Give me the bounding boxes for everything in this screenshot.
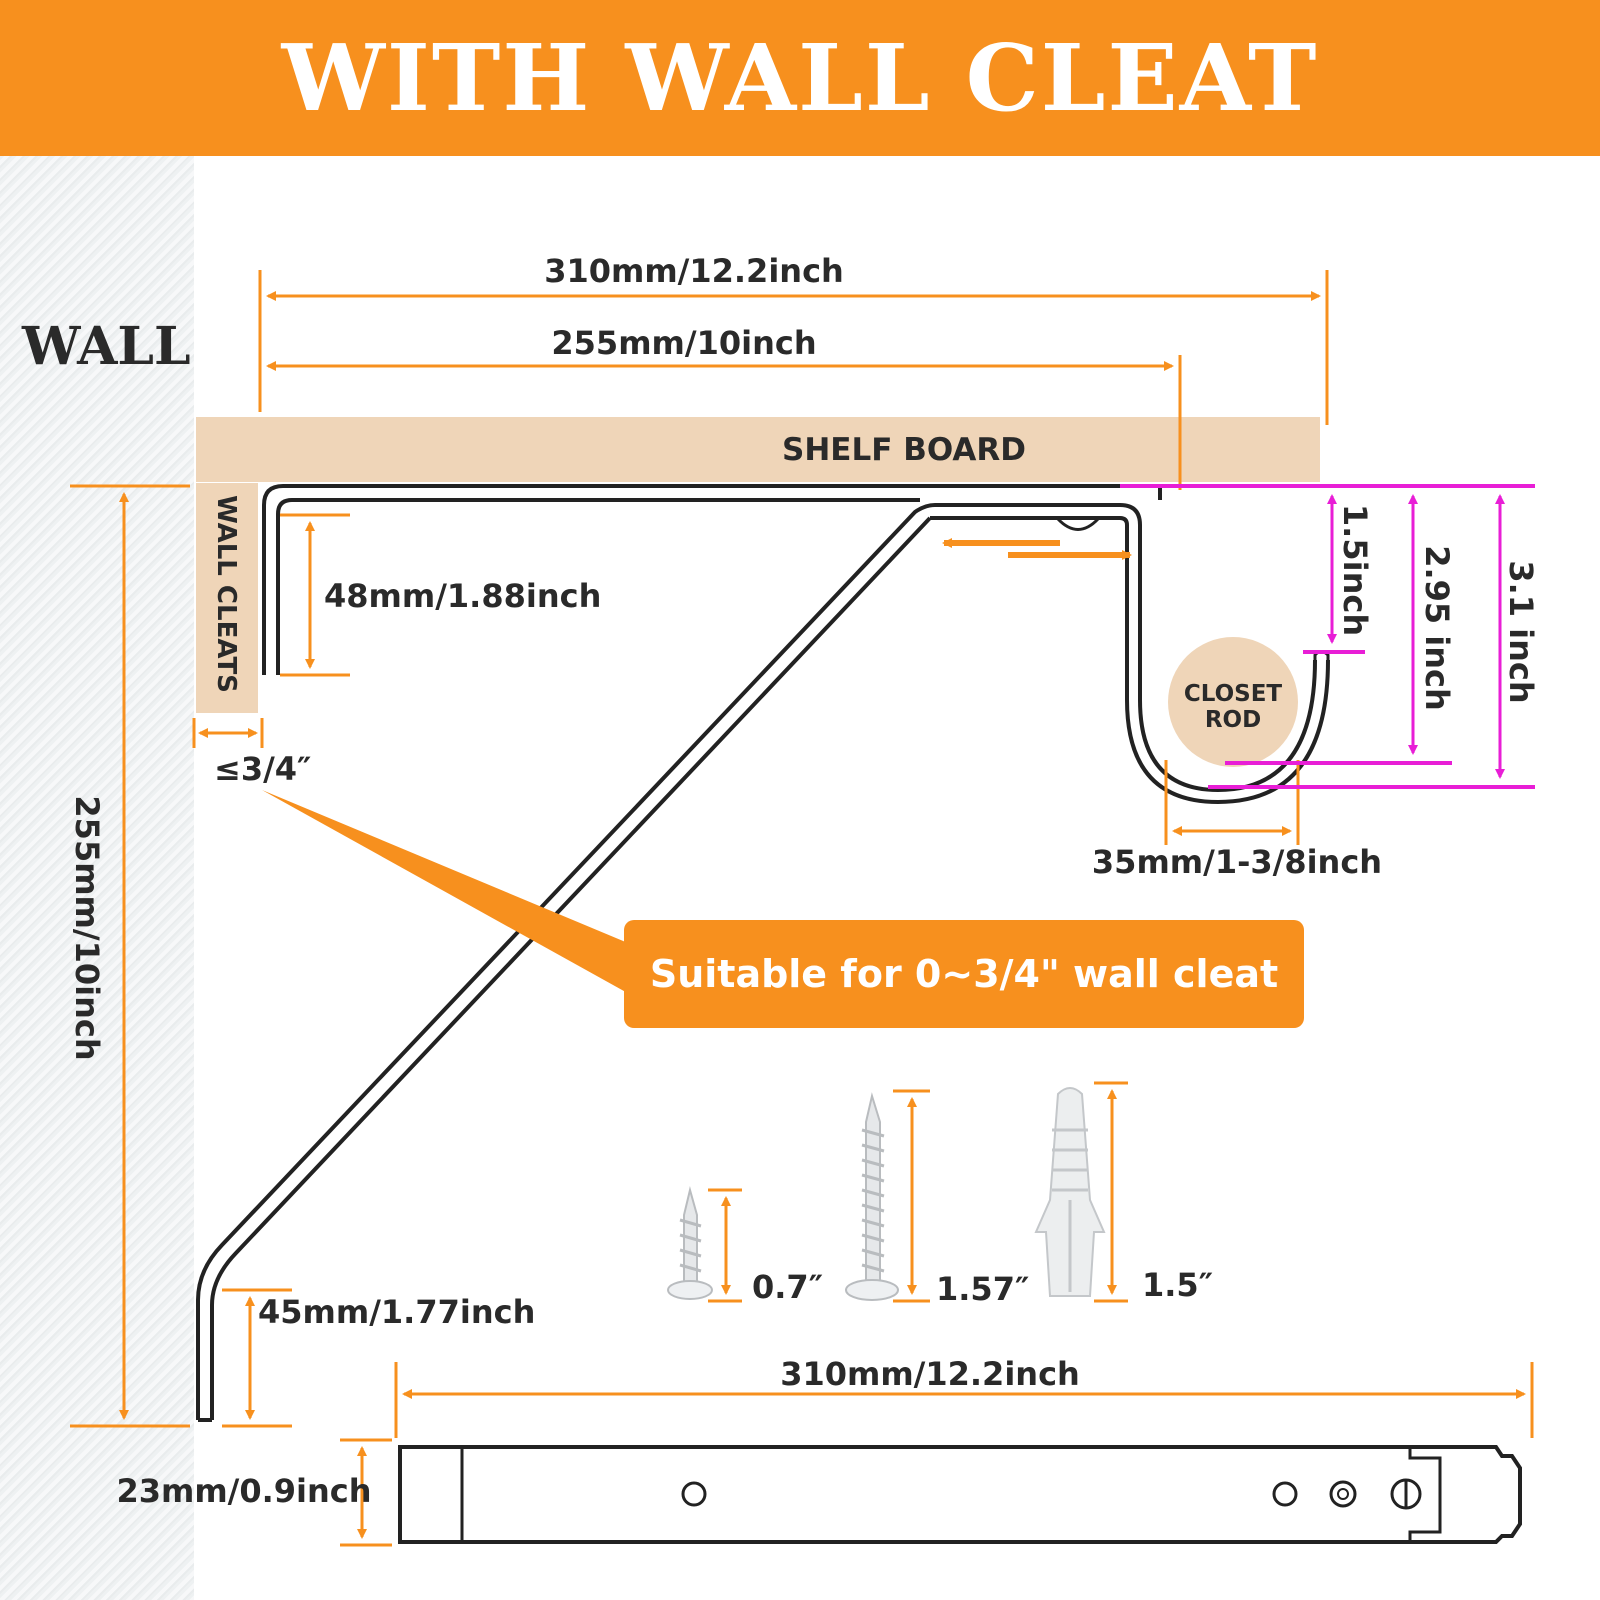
wall-texture (0, 156, 194, 1600)
shelf-board (196, 417, 1320, 482)
dim-hook-label: 35mm/1-3/8inch (1092, 843, 1382, 881)
wall-label: WALL (22, 316, 191, 377)
title-banner: WITH WALL CLEAT (0, 0, 1600, 156)
wall-cleat (196, 483, 258, 713)
long-screw-label: 1.57″ (936, 1270, 1029, 1308)
dim-foot-label: 45mm/1.77inch (258, 1293, 535, 1331)
dim-lip-label: 48mm/1.88inch (324, 577, 601, 615)
wall-anchor-icon (1034, 1087, 1106, 1297)
page-title: WITH WALL CLEAT (281, 24, 1319, 132)
closet-rod-label-2: ROD (1205, 707, 1261, 733)
short-screw-label: 0.7″ (752, 1268, 823, 1306)
dim-mag-label-3: 3.1 inch (1502, 560, 1540, 703)
dim-bar-label: 310mm/12.2inch (780, 1355, 1080, 1393)
dim-gap-label: ≤3/4″ (214, 750, 311, 788)
bracket-top-view (398, 1445, 1522, 1544)
dim-mag-label-2: 2.95 inch (1418, 545, 1456, 711)
bracket-wire-inner (276, 498, 1330, 805)
wall-cleats-label: WALL CLEATS (211, 495, 241, 693)
slide-notch (1056, 517, 1100, 531)
dim-mag-label-1: 1.5inch (1336, 504, 1374, 636)
closet-rod (1168, 637, 1298, 767)
dim-height-label: 255mm/10inch (68, 795, 106, 1060)
bracket-wire (262, 484, 1317, 793)
callout-text: Suitable for 0~3/4" wall cleat (649, 952, 1279, 996)
diagonal-brace (196, 503, 936, 1420)
callout-box: Suitable for 0~3/4" wall cleat (624, 920, 1304, 1028)
closet-rod-label-1: CLOSET (1184, 681, 1283, 707)
dim-barw-label: 23mm/0.9inch (116, 1472, 371, 1510)
long-screw-icon (845, 1092, 899, 1301)
callout-pointer (262, 790, 640, 1000)
shelf-board-label: SHELF BOARD (782, 432, 1026, 468)
dim-top-overall-label: 310mm/12.2inch (544, 252, 844, 290)
dim-top-shelf-label: 255mm/10inch (551, 324, 816, 362)
diagonal-brace-inner (210, 516, 932, 1420)
short-screw-icon (667, 1186, 713, 1300)
anchor-label: 1.5″ (1142, 1266, 1213, 1304)
